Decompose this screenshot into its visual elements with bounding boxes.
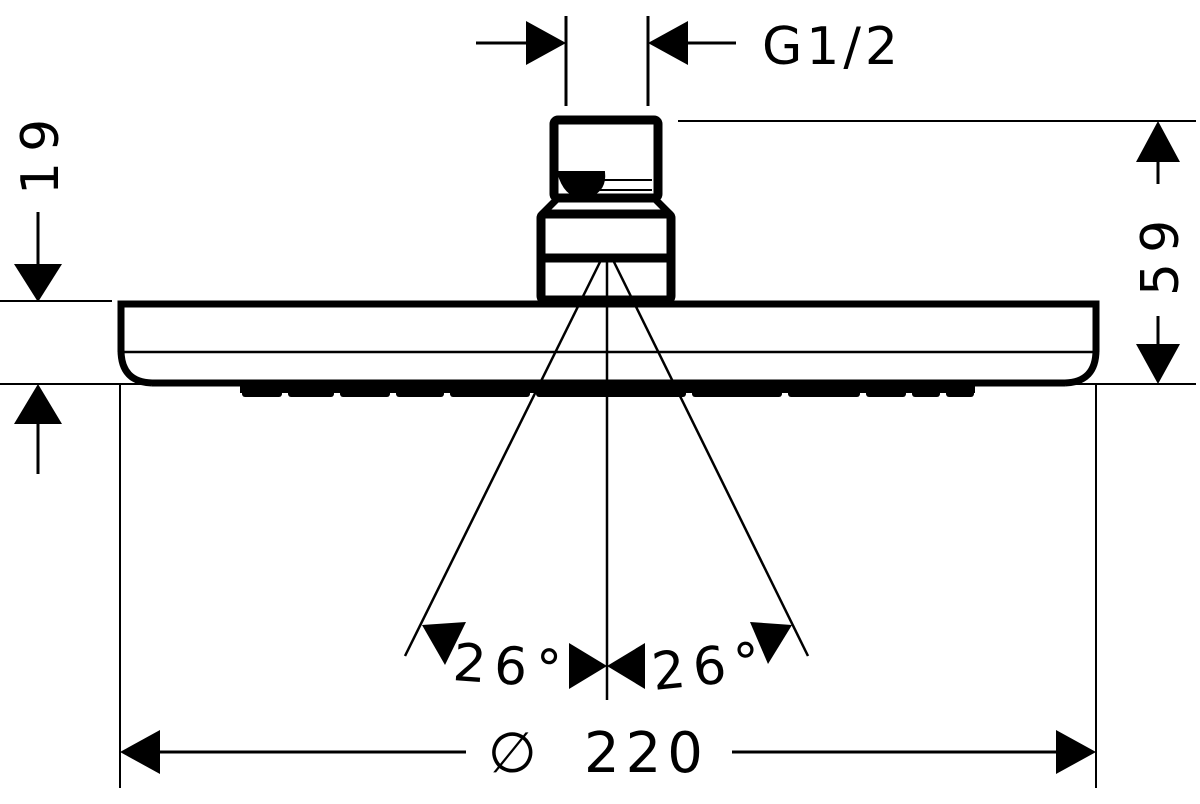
arrow-left-icon (120, 730, 160, 774)
arrow-icon (422, 622, 466, 665)
arrow-right-icon (526, 21, 566, 65)
total-height-dimension (1136, 121, 1180, 384)
plate-height-label: 19 (11, 109, 71, 195)
arrow-down-icon (1136, 344, 1180, 384)
arrow-icon (607, 643, 645, 689)
arrow-left-icon (648, 21, 688, 65)
spray-angle-left-label: 26° (451, 633, 571, 701)
thread-label: G1/2 (762, 17, 902, 77)
arrow-up-icon (1136, 121, 1180, 162)
arrow-down-icon (14, 264, 62, 302)
thread-dimension (476, 16, 736, 106)
angle-arrows (422, 622, 792, 689)
diameter-symbol: ∅ (488, 721, 537, 786)
plate-height-dimension (14, 212, 62, 474)
arrow-icon (750, 622, 792, 664)
diameter-dimension (120, 730, 1096, 774)
total-height-label: 59 (1131, 210, 1191, 296)
arrow-right-icon (1056, 730, 1096, 774)
diameter-label: 220 (584, 721, 709, 786)
spray-angle-right-label: 26° (649, 631, 771, 703)
arrow-up-icon (14, 384, 62, 424)
arrow-icon (569, 643, 607, 689)
spray-cone (403, 258, 810, 700)
shower-plate (117, 300, 1100, 387)
